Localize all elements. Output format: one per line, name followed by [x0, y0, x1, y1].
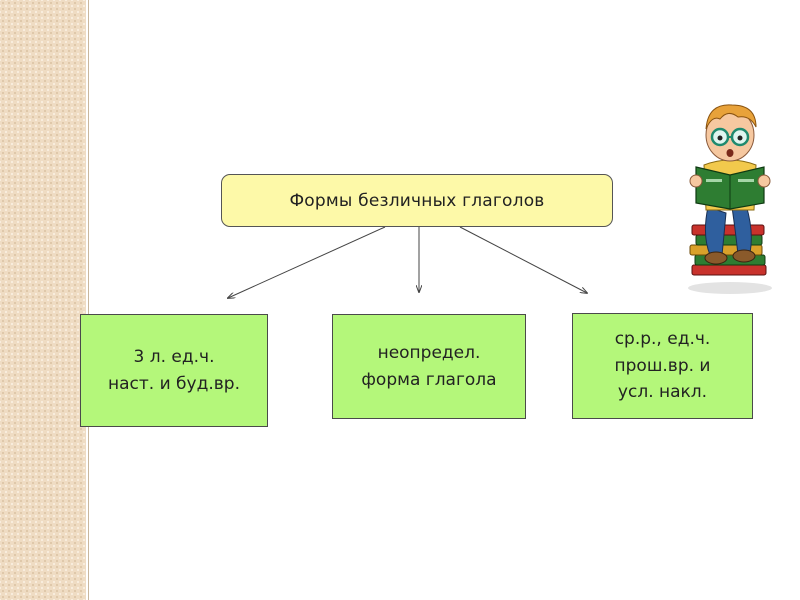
child-node-present-future: 3 л. ед.ч. наст. и буд.вр. — [80, 314, 268, 427]
side-divider-line — [88, 0, 89, 600]
child-node-line: неопредел. — [377, 343, 481, 364]
child-node-line: усл. накл. — [617, 382, 708, 403]
child-node-line: ср.р., ед.ч. — [614, 329, 711, 350]
child-node-line: форма глагола — [361, 369, 497, 390]
child-node-line: прош.вр. и — [614, 355, 711, 376]
arrow-to-right-box — [459, 226, 587, 293]
reading-boy-illustration — [688, 104, 772, 294]
root-node-label: Формы безличных глаголов — [289, 190, 545, 211]
child-node-line: наст. и буд.вр. — [108, 373, 240, 394]
child-node-infinitive: неопредел. форма глагола — [332, 314, 526, 419]
child-node-line: 3 л. ед.ч. — [133, 347, 215, 368]
arrow-to-left-box — [228, 226, 386, 298]
decorative-side-strip — [0, 0, 86, 600]
child-node-past-conditional: ср.р., ед.ч. прош.вр. и усл. накл. — [572, 313, 753, 419]
root-node-box: Формы безличных глаголов — [221, 174, 613, 227]
